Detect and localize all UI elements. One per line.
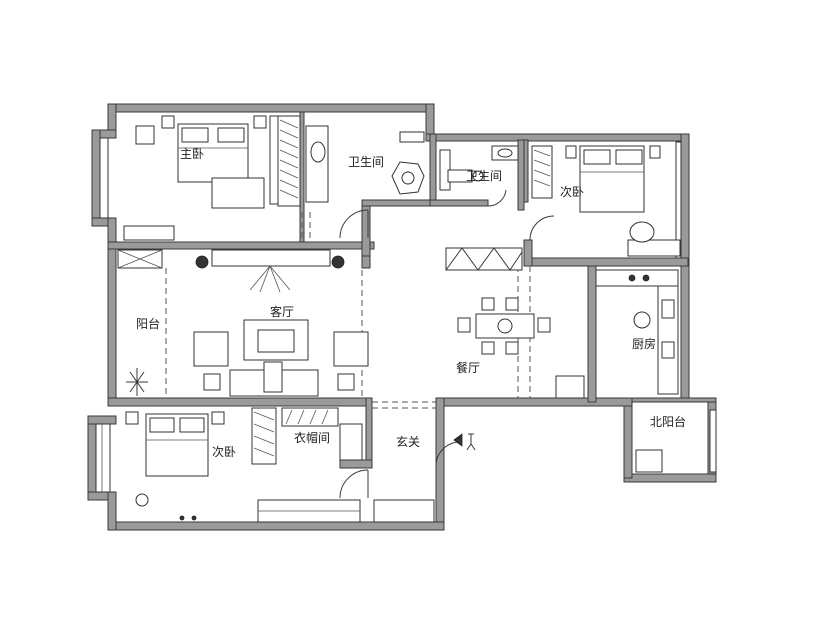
label-north-balcony: 北阳台 bbox=[650, 414, 686, 429]
label-bathroom-2: 卫生间 bbox=[466, 169, 502, 183]
label-bathroom-1: 卫生间 bbox=[348, 155, 384, 169]
wardrobe-master bbox=[277, 115, 301, 207]
label-balcony: 阳台 bbox=[136, 316, 160, 331]
label-second-bedroom-west: 次卧 bbox=[212, 445, 236, 459]
east-bedroom-furniture bbox=[531, 145, 681, 257]
cloakroom-shelves bbox=[251, 407, 363, 465]
label-second-bedroom-east: 次卧 bbox=[560, 185, 584, 199]
walls bbox=[87, 103, 717, 531]
label-cloakroom: 衣帽间 bbox=[294, 430, 330, 445]
room-labels: 主卧 卫生间 卫生间 次卧 客厅 阳台 餐厅 厨房 次卧 衣帽间 玄关 北阳台 bbox=[136, 147, 686, 459]
north-balcony-fixtures bbox=[635, 449, 663, 473]
label-living-room: 客厅 bbox=[270, 304, 294, 319]
bathroom-1-fixtures bbox=[305, 125, 451, 203]
living-furniture bbox=[126, 249, 369, 397]
doors bbox=[339, 189, 555, 499]
dining-set bbox=[457, 297, 551, 355]
label-entrance: 玄关 bbox=[396, 434, 420, 449]
west-bedroom-furniture bbox=[125, 411, 225, 521]
corridor-stair bbox=[445, 247, 523, 271]
kitchen-fixtures bbox=[555, 269, 679, 399]
label-dining-room: 餐厅 bbox=[456, 360, 480, 375]
label-master-bedroom: 主卧 bbox=[180, 147, 204, 161]
windows bbox=[95, 137, 717, 523]
bathroom-2-fixtures bbox=[447, 145, 519, 183]
label-kitchen: 厨房 bbox=[632, 336, 656, 351]
master-bed bbox=[135, 115, 279, 209]
entry-arrow-icon bbox=[453, 433, 476, 451]
